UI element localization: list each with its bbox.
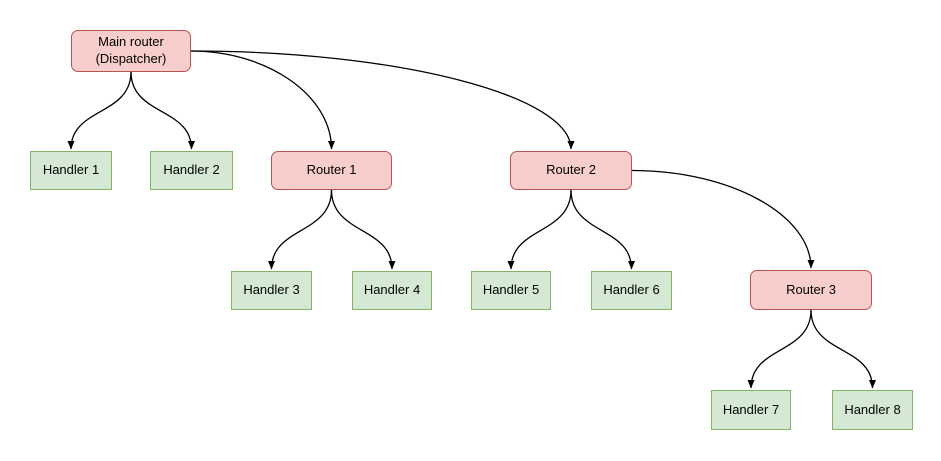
node-handler-4: Handler 4 [352, 271, 432, 310]
node-router-2: Router 2 [510, 151, 632, 190]
edge-router-2-to-handler-6 [570, 189, 635, 270]
node-handler-6: Handler 6 [591, 271, 672, 310]
node-handler-8: Handler 8 [832, 390, 913, 430]
edge-router-3-to-handler-8 [810, 309, 876, 389]
edge-router-3-to-handler-7 [747, 309, 812, 389]
node-handler-7: Handler 7 [711, 390, 791, 430]
node-handler-2: Handler 2 [150, 151, 233, 190]
node-label: Router 2 [546, 162, 596, 178]
node-label: Handler 5 [482, 282, 540, 298]
edge-router-1-to-handler-3 [268, 189, 333, 270]
node-handler-3: Handler 3 [231, 271, 312, 310]
node-label: Router 3 [786, 281, 836, 297]
edge-main-router-to-handler-2 [130, 71, 195, 150]
edge-main-router-to-router-1 [190, 50, 335, 150]
edge-main-router-to-handler-1 [67, 71, 132, 150]
edge-router-2-to-router-3 [631, 169, 815, 269]
node-label: Handler 1 [42, 162, 100, 178]
node-label: Handler 8 [844, 401, 901, 417]
node-handler-5: Handler 5 [471, 271, 551, 310]
node-label: Handler 6 [603, 282, 660, 298]
node-label: Router 1 [306, 162, 357, 178]
node-handler-1: Handler 1 [30, 151, 112, 190]
node-router-1: Router 1 [271, 151, 392, 190]
node-main-router: Main router (Dispatcher) [71, 30, 191, 72]
edge-router-1-to-handler-4 [330, 189, 396, 270]
edge-router-2-to-handler-5 [507, 189, 572, 270]
node-label: Handler 3 [243, 282, 300, 298]
node-label: Handler 2 [163, 162, 220, 178]
node-router-3: Router 3 [750, 270, 872, 310]
node-label: Handler 4 [363, 282, 421, 298]
node-label: Handler 7 [722, 401, 780, 417]
edge-main-router-to-router-2 [190, 50, 575, 150]
node-label: Main router (Dispatcher) [95, 34, 167, 66]
